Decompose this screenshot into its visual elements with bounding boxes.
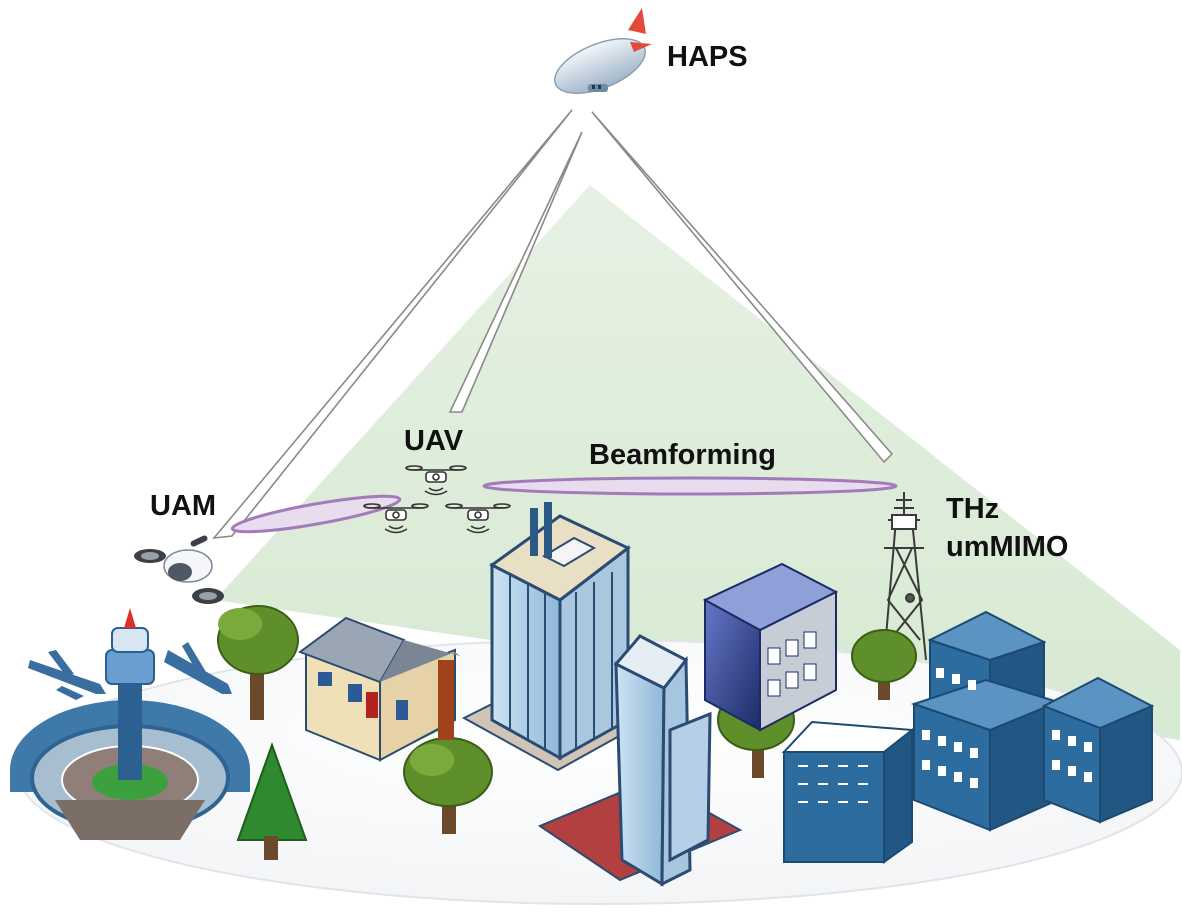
control-tower-icon <box>105 608 155 780</box>
tree-icon <box>236 742 308 860</box>
tree-icon <box>403 737 493 834</box>
beamforming-links <box>230 476 898 534</box>
glass-tower <box>537 634 743 887</box>
ummimo-label: umMIMO <box>946 531 1068 563</box>
uav-label: UAV <box>404 425 464 457</box>
thz-tower-icon <box>883 492 927 661</box>
uam-label: UAM <box>150 490 216 522</box>
haps-label: HAPS <box>667 41 748 73</box>
uam-air-taxi-icon <box>134 535 224 604</box>
tree-icon <box>217 605 299 720</box>
beamforming-label: Beamforming <box>589 439 776 471</box>
coverage-cone <box>215 185 1180 740</box>
thz-label: THz <box>946 493 999 525</box>
apartment-cluster <box>910 610 1155 832</box>
haps-airship-icon <box>553 8 652 94</box>
blue-block-building <box>781 720 915 864</box>
house-icon <box>297 616 460 762</box>
haps-beams <box>212 109 894 540</box>
airplane-icon <box>28 642 232 700</box>
office-building <box>702 562 839 732</box>
tree-icon <box>851 629 917 700</box>
skyscraper-icon <box>461 502 633 772</box>
uav-drone-icon <box>363 465 511 534</box>
